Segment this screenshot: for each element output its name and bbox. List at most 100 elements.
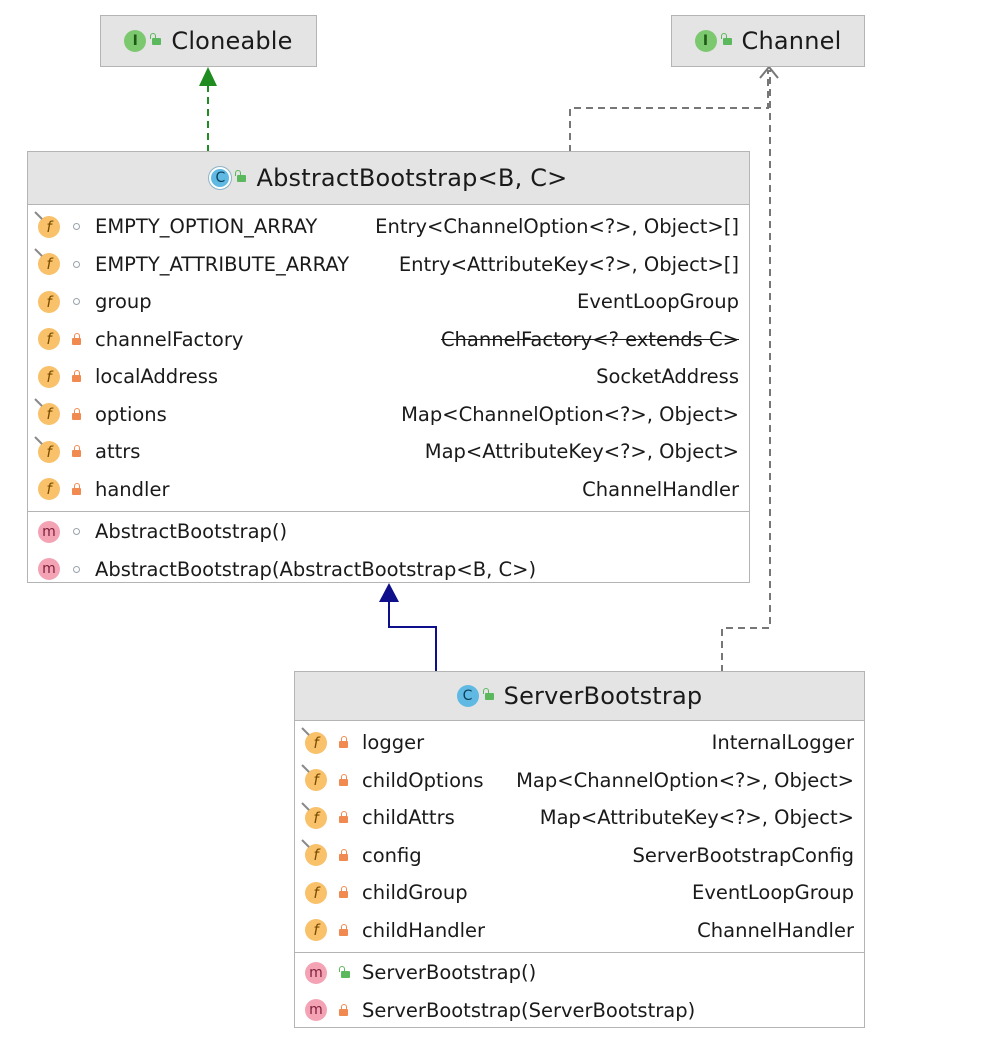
field-name: channelFactory xyxy=(95,327,244,351)
private-lock-icon xyxy=(72,407,81,420)
field-name: localAddress xyxy=(95,365,219,389)
field-row[interactable]: f group EventLoopGroup xyxy=(28,283,749,321)
method-icon: m xyxy=(38,558,60,581)
interface-icon: I xyxy=(694,30,717,52)
cloneable-interface-box[interactable]: I Cloneable xyxy=(100,15,317,67)
field-type: ChannelHandler xyxy=(697,918,854,942)
arrowhead-extends xyxy=(379,583,399,602)
private-lock-icon xyxy=(72,332,81,345)
static-final-field-icon: f xyxy=(34,211,60,238)
edge-extends-abstract xyxy=(388,602,437,672)
private-lock-icon xyxy=(72,445,81,457)
private-lock-icon xyxy=(339,1003,348,1016)
field-row[interactable]: f childHandler ChannelHandler xyxy=(295,912,864,950)
field-row[interactable]: f childGroup EventLoopGroup xyxy=(295,874,864,912)
field-row[interactable]: f logger InternalLogger xyxy=(295,724,864,762)
methods-section: m ServerBootstrap() m ServerBootstrap(Se… xyxy=(295,953,864,1030)
method-row[interactable]: m ServerBootstrap() xyxy=(295,954,864,992)
private-lock-icon xyxy=(339,848,348,861)
field-row[interactable]: f config ServerBootstrapConfig xyxy=(295,837,864,875)
fields-section: f logger InternalLogger f childOptions M… xyxy=(295,721,864,953)
static-final-field-icon: f xyxy=(301,727,327,754)
field-type: ChannelHandler xyxy=(582,477,739,501)
final-field-icon: f xyxy=(301,839,327,867)
field-name: options xyxy=(95,402,167,426)
class-name: AbstractBootstrap<B, C> xyxy=(256,164,568,192)
private-lock-icon xyxy=(339,736,348,748)
field-name: childOptions xyxy=(362,768,484,792)
arrowhead-cloneable xyxy=(199,67,217,86)
private-lock-icon xyxy=(339,773,348,786)
field-row[interactable]: f options Map<ChannelOption<?>, Object> xyxy=(28,396,749,434)
abstract-class-icon: C xyxy=(209,167,232,189)
method-signature: AbstractBootstrap(AbstractBootstrap<B, C… xyxy=(95,557,537,581)
field-type: Map<AttributeKey<?>, Object> xyxy=(539,806,854,830)
field-row[interactable]: f handler ChannelHandler xyxy=(28,471,749,509)
abstract-bootstrap-header: C AbstractBootstrap<B, C> xyxy=(28,152,749,205)
interface-icon: I xyxy=(124,30,147,52)
interface-name: Cloneable xyxy=(171,27,293,55)
method-icon: m xyxy=(305,961,327,984)
method-signature: ServerBootstrap(ServerBootstrap) xyxy=(362,998,696,1022)
field-type: EventLoopGroup xyxy=(692,881,854,905)
cloneable-header: I Cloneable xyxy=(101,16,316,66)
field-icon: f xyxy=(38,328,60,351)
field-name: EMPTY_ATTRIBUTE_ARRAY xyxy=(95,252,350,276)
public-unlock-icon xyxy=(720,32,732,45)
field-row[interactable]: f channelFactory ChannelFactory<? extend… xyxy=(28,321,749,359)
method-icon: m xyxy=(38,520,60,543)
field-row[interactable]: f EMPTY_OPTION_ARRAY Entry<ChannelOption… xyxy=(28,208,749,246)
package-private-icon xyxy=(73,298,80,305)
server-bootstrap-class-box[interactable]: C ServerBootstrap f logger InternalLogge… xyxy=(294,671,865,1028)
field-name: attrs xyxy=(95,440,141,464)
field-name: EMPTY_OPTION_ARRAY xyxy=(95,215,318,239)
private-lock-icon xyxy=(339,811,348,823)
interface-name: Channel xyxy=(741,27,842,55)
field-name: config xyxy=(362,843,422,867)
final-field-icon: f xyxy=(301,802,327,829)
field-type: SocketAddress xyxy=(596,365,739,389)
package-private-icon xyxy=(73,528,80,535)
arrowhead-channel xyxy=(759,65,779,79)
field-type: InternalLogger xyxy=(711,731,854,755)
field-icon: f xyxy=(305,919,327,942)
edge-abstract-to-channel xyxy=(569,70,769,152)
method-signature: AbstractBootstrap() xyxy=(95,520,288,544)
field-type: Entry<AttributeKey<?>, Object>[] xyxy=(398,252,739,276)
field-row[interactable]: f attrs Map<AttributeKey<?>, Object> xyxy=(28,433,749,471)
field-row[interactable]: f localAddress SocketAddress xyxy=(28,358,749,396)
public-unlock-icon xyxy=(235,169,247,182)
field-icon: f xyxy=(38,365,60,388)
private-lock-icon xyxy=(72,482,81,495)
field-icon: f xyxy=(305,881,327,904)
public-unlock-icon xyxy=(150,32,162,45)
field-name: childHandler xyxy=(362,918,486,942)
field-row[interactable]: f childAttrs Map<AttributeKey<?>, Object… xyxy=(295,799,864,837)
channel-interface-box[interactable]: I Channel xyxy=(671,15,865,67)
package-private-icon xyxy=(73,260,80,268)
method-row[interactable]: m ServerBootstrap(ServerBootstrap) xyxy=(295,992,864,1030)
final-field-icon: f xyxy=(34,436,60,463)
final-field-icon: f xyxy=(301,764,327,792)
field-name: childAttrs xyxy=(362,806,455,830)
method-row[interactable]: m AbstractBootstrap() xyxy=(28,513,749,551)
method-row[interactable]: m AbstractBootstrap(AbstractBootstrap<B,… xyxy=(28,551,749,589)
package-private-icon xyxy=(73,223,80,230)
channel-header: I Channel xyxy=(672,16,864,66)
field-icon: f xyxy=(38,290,60,313)
field-type: EventLoopGroup xyxy=(577,290,739,314)
private-lock-icon xyxy=(339,923,348,936)
field-row[interactable]: f EMPTY_ATTRIBUTE_ARRAY Entry<AttributeK… xyxy=(28,246,749,284)
field-type: Map<ChannelOption<?>, Object> xyxy=(401,402,739,426)
static-final-field-icon: f xyxy=(34,248,60,276)
field-type: Map<ChannelOption<?>, Object> xyxy=(516,768,854,792)
field-type-deprecated: ChannelFactory<? extends C> xyxy=(440,327,739,351)
private-lock-icon xyxy=(72,370,81,382)
field-row[interactable]: f childOptions Map<ChannelOption<?>, Obj… xyxy=(295,762,864,800)
field-type: ServerBootstrapConfig xyxy=(632,843,854,867)
field-name: group xyxy=(95,290,152,314)
field-type: Map<AttributeKey<?>, Object> xyxy=(424,440,739,464)
abstract-bootstrap-class-box[interactable]: C AbstractBootstrap<B, C> f EMPTY_OPTION… xyxy=(27,151,750,583)
server-bootstrap-header: C ServerBootstrap xyxy=(295,672,864,721)
